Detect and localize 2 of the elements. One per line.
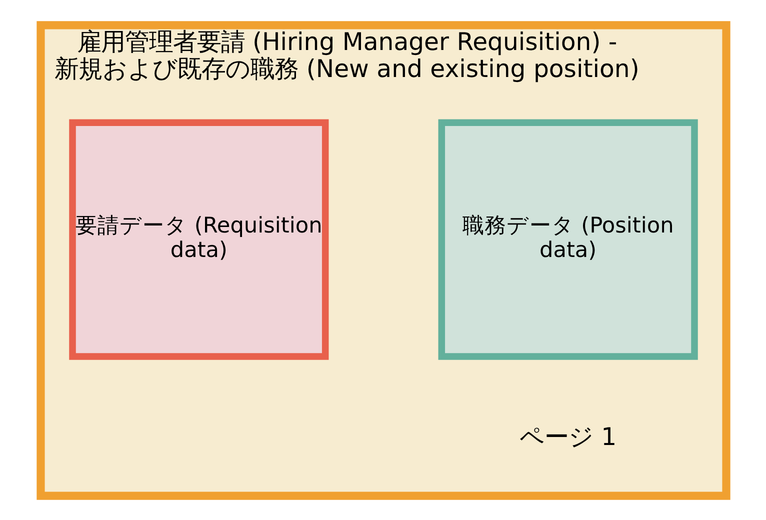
- node-box: 要請データ (Requisition data): [68, 118, 328, 360]
- node-box: 職務データ (Position data): [438, 118, 698, 360]
